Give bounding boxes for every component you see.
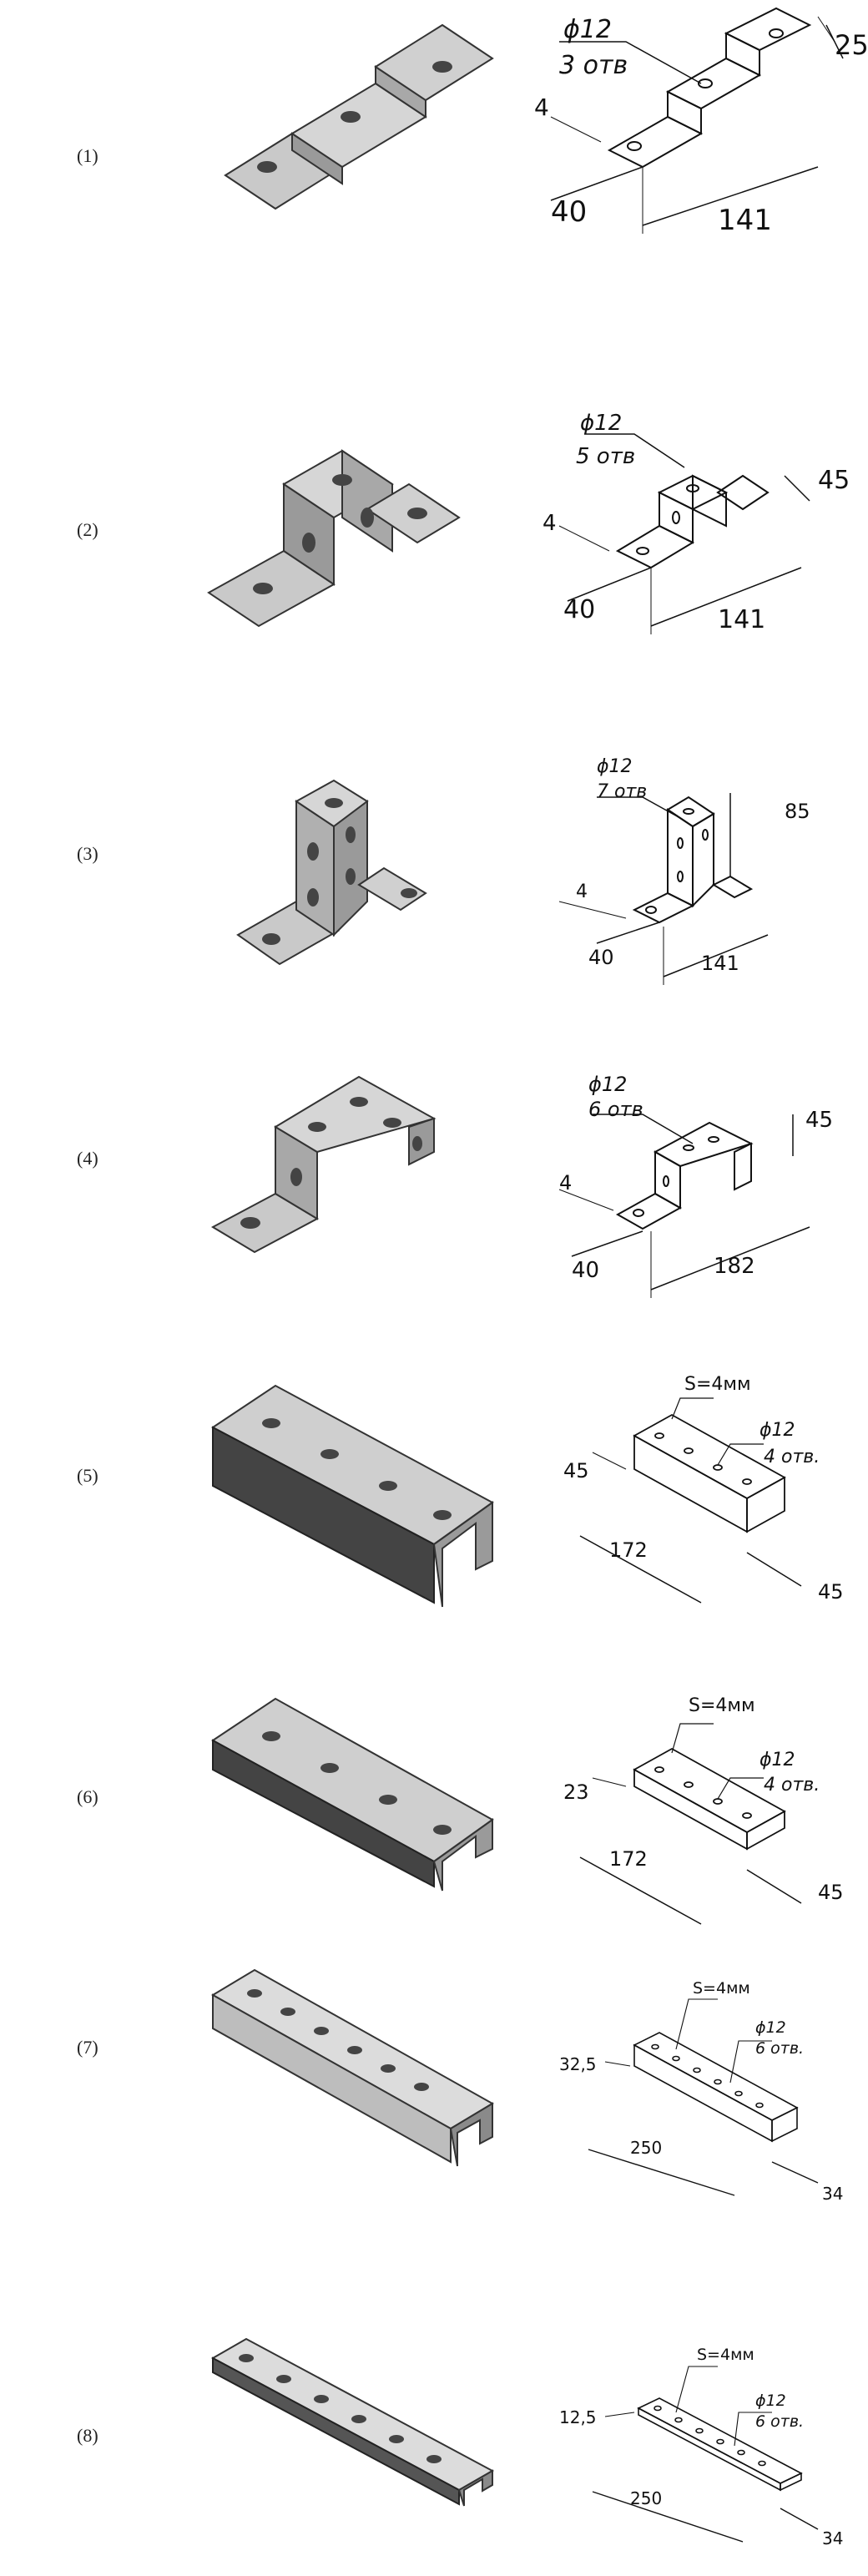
channel-12-render bbox=[210, 2337, 495, 2507]
width: 45 bbox=[818, 1580, 844, 1604]
item-number: (6) bbox=[77, 1786, 98, 1807]
length: 172 bbox=[609, 1847, 648, 1871]
hole-diameter: ϕ12 bbox=[760, 1420, 795, 1441]
hole-diameter: ϕ12 bbox=[597, 756, 633, 777]
channel-23-render bbox=[211, 1697, 494, 1892]
item-number: (7) bbox=[77, 2037, 98, 2058]
height: 45 bbox=[563, 1459, 589, 1482]
thickness: 4 bbox=[542, 511, 557, 536]
width: 40 bbox=[572, 1258, 599, 1283]
bracket-z-25-render bbox=[224, 23, 494, 210]
length: 141 bbox=[701, 952, 739, 975]
item-number: (5) bbox=[77, 1465, 98, 1486]
width: 40 bbox=[551, 195, 587, 229]
item-4: (4) ϕ12 6 отв 4 4 bbox=[0, 1043, 868, 1311]
hole-diameter: ϕ12 bbox=[755, 2392, 786, 2410]
channel-12-drawing: S=4мм ϕ12 6 отв. 12,5 250 34 bbox=[559, 2346, 843, 2548]
height: 12,5 bbox=[559, 2407, 597, 2427]
bracket-z-25-drawing: ϕ12 3 отв 4 40 141 25 bbox=[534, 7, 868, 237]
length: 182 bbox=[714, 1254, 755, 1279]
holes-count: 5 отв bbox=[576, 444, 635, 469]
sheet-thickness: S=4мм bbox=[697, 2346, 754, 2364]
item-number: (4) bbox=[77, 1148, 98, 1169]
height: 25 bbox=[835, 29, 868, 61]
item-number: (1) bbox=[77, 145, 98, 166]
length: 141 bbox=[718, 605, 765, 634]
channel-45-render bbox=[211, 1384, 494, 1608]
item-5: (5) S=4мм ϕ12 4 отв. 45 172 45 bbox=[0, 1352, 868, 1636]
height: 23 bbox=[563, 1780, 589, 1804]
sheet-thickness: S=4мм bbox=[684, 1374, 751, 1395]
height: 85 bbox=[785, 800, 810, 823]
hole-diameter: ϕ12 bbox=[580, 411, 622, 436]
item-number: (8) bbox=[77, 2425, 98, 2446]
height: 32,5 bbox=[559, 2054, 597, 2074]
height: 45 bbox=[818, 466, 850, 495]
thickness: 4 bbox=[576, 881, 588, 902]
holes-count: 6 отв bbox=[588, 1098, 643, 1121]
channel-32-drawing: S=4мм ϕ12 6 отв. 32,5 250 34 bbox=[559, 1979, 843, 2204]
holes-count: 4 отв. bbox=[764, 1775, 820, 1796]
width: 40 bbox=[563, 595, 595, 624]
holes-count: 7 отв bbox=[597, 781, 647, 802]
bracket-z-45-render bbox=[207, 449, 461, 628]
holes-count: 4 отв. bbox=[764, 1447, 820, 1467]
length: 250 bbox=[630, 2488, 662, 2508]
item-7: (7) S=4мм ϕ12 6 отв. 3 bbox=[0, 1953, 868, 2229]
length: 250 bbox=[630, 2138, 662, 2158]
hole-diameter: ϕ12 bbox=[755, 2018, 786, 2037]
item-number: (3) bbox=[77, 843, 98, 864]
thickness: 4 bbox=[534, 93, 549, 121]
channel-32-render bbox=[211, 1968, 494, 2167]
item-number: (2) bbox=[77, 519, 98, 540]
bracket-z-182-drawing: ϕ12 6 отв 4 40 182 45 bbox=[558, 1073, 833, 1298]
sheet-thickness: S=4мм bbox=[689, 1695, 755, 1716]
item-1: (1) ϕ12 3 отв 4 40 bbox=[0, 0, 868, 275]
sheet-thickness: S=4мм bbox=[693, 1979, 750, 1998]
bracket-z-45-drawing: ϕ12 5 отв 4 40 141 45 bbox=[542, 411, 850, 634]
bracket-z-182-render bbox=[210, 1075, 437, 1254]
hole-diameter: ϕ12 bbox=[588, 1073, 627, 1096]
item-8: (8) S=4мм ϕ12 6 отв. 1 bbox=[0, 2312, 868, 2571]
holes-count: 3 отв bbox=[559, 51, 628, 80]
length: 172 bbox=[609, 1538, 648, 1562]
length: 141 bbox=[718, 204, 772, 237]
bracket-z-85-drawing: ϕ12 7 отв 4 40 141 85 bbox=[558, 756, 810, 985]
width: 45 bbox=[818, 1881, 844, 1904]
width: 34 bbox=[822, 2184, 843, 2204]
channel-45-drawing: S=4мм ϕ12 4 отв. 45 172 45 bbox=[563, 1374, 844, 1604]
item-6: (6) S=4мм ϕ12 4 отв. 23 172 45 bbox=[0, 1678, 868, 1945]
hole-diameter: ϕ12 bbox=[563, 15, 612, 44]
channel-23-drawing: S=4мм ϕ12 4 отв. 23 172 45 bbox=[563, 1695, 844, 1925]
holes-count: 6 отв. bbox=[755, 2412, 804, 2431]
holes-count: 6 отв. bbox=[755, 2039, 804, 2058]
thickness: 4 bbox=[559, 1171, 572, 1195]
bracket-z-85-render bbox=[236, 779, 427, 966]
width: 40 bbox=[588, 946, 614, 969]
height: 45 bbox=[805, 1108, 833, 1133]
width: 34 bbox=[822, 2528, 843, 2548]
item-3: (3) ϕ bbox=[0, 718, 868, 1002]
item-2: (2) ϕ12 5 отв 4 4 bbox=[0, 376, 868, 651]
hole-diameter: ϕ12 bbox=[760, 1750, 795, 1770]
